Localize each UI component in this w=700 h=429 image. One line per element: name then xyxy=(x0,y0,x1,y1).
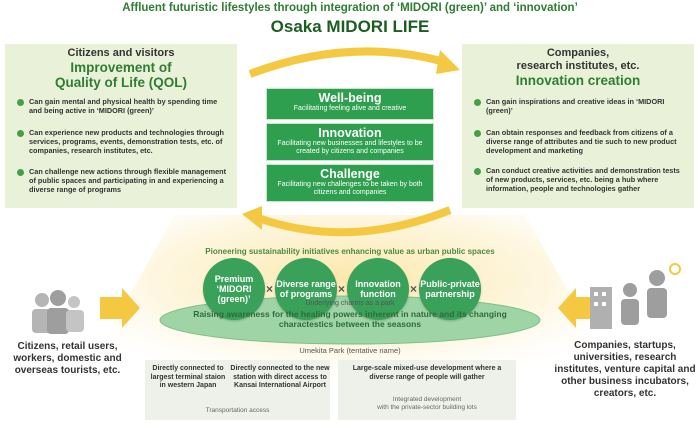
bullet-dot-icon xyxy=(17,99,24,106)
underlying-text: Underlying charms as a park xyxy=(305,300,395,307)
cycle-arrow-top xyxy=(248,47,447,78)
oval-diverse-programs: Diverse range of programs xyxy=(275,258,337,320)
cycle-arrowhead-bottom xyxy=(242,206,262,230)
left-arrow xyxy=(100,288,140,328)
left-panel-title-2: Quality of Life (QOL) xyxy=(55,75,187,90)
right-arrow xyxy=(558,288,598,328)
people-icon xyxy=(32,290,84,334)
left-bullet-1: Can gain mental and physical health by s… xyxy=(29,97,218,116)
transport-box xyxy=(145,360,330,420)
times-symbol: × xyxy=(338,282,346,296)
challenge-box: Challenge Facilitating new challenges to… xyxy=(266,164,434,202)
times-symbol: × xyxy=(410,282,418,296)
right-bullet-2: Can obtain responses and feedback from c… xyxy=(486,128,677,156)
right-panel: Companies, research institutes, etc. Inn… xyxy=(462,44,694,208)
bullet-dot-icon xyxy=(474,168,481,175)
bullet-dot-icon xyxy=(17,169,24,176)
development-caption-2: with the private-sector building lots xyxy=(377,404,477,411)
transport-item-2: Directly connected to the new station wi… xyxy=(230,365,330,389)
transport-item-1: Directly connected to largest terminal s… xyxy=(150,365,226,389)
transport-caption: Transportation access xyxy=(205,407,270,414)
left-panel-title-1: Improvement of xyxy=(70,60,172,75)
challenge-title: Challenge xyxy=(320,167,380,181)
oval-public-private: Public-private partnership xyxy=(419,258,481,320)
left-panel-heading: Citizens and visitors xyxy=(67,47,175,59)
left-bullet-3: Can challenge new actions through flexib… xyxy=(29,167,227,195)
challenge-sub: Facilitating new challenges to be taken … xyxy=(277,181,423,196)
innovation-sub: Facilitating new businesses and lifestyl… xyxy=(277,140,423,155)
subtitle: Affluent futuristic lifestyles through i… xyxy=(122,2,578,14)
companies-icon xyxy=(590,263,681,329)
wellbeing-box: Well-being Facilitating feeling alive an… xyxy=(266,88,434,120)
right-bullet-1: Can gain inspirations and creative ideas… xyxy=(486,97,665,116)
development-item: Large-scale mixed-use development where … xyxy=(352,365,502,381)
innovation-title: Innovation xyxy=(318,126,382,140)
times-symbol: × xyxy=(266,282,274,296)
right-bullet-3: Can conduct creative activities and demo… xyxy=(486,166,680,194)
left-panel: Citizens and visitors Improvement of Qua… xyxy=(5,44,237,208)
left-bullet-2: Can experience new products and technolo… xyxy=(29,128,225,156)
cycle-arrow-bottom xyxy=(256,206,452,237)
oval-premium-midori: Premium ‘MIDORI (green)’ xyxy=(203,258,265,320)
right-side-text: Companies, startups, universities, resea… xyxy=(554,340,696,399)
wellbeing-title: Well-being xyxy=(318,91,382,105)
pioneering-text: Pioneering sustainability initiatives en… xyxy=(205,247,495,256)
bullet-dot-icon xyxy=(474,130,481,137)
development-caption-1: Integrated development xyxy=(392,396,462,403)
bullet-dot-icon xyxy=(474,99,481,106)
cycle-arrowhead-top xyxy=(436,50,460,74)
development-box xyxy=(338,360,516,420)
innovation-box: Innovation Facilitating new businesses a… xyxy=(266,123,434,161)
park-name: Umekita Park (tentative name) xyxy=(299,346,401,355)
raising-text: Raising awareness for the healing powers… xyxy=(193,309,507,329)
left-side-text: Citizens, retail users, workers, domesti… xyxy=(13,341,122,376)
oval-innovation-function: Innovation function xyxy=(347,258,409,320)
wellbeing-sub: Facilitating feeling alive and creative xyxy=(293,105,407,112)
page-title: Osaka MIDORI LIFE xyxy=(270,17,430,36)
right-panel-heading-2: research institutes, etc. xyxy=(516,60,640,72)
bullet-dot-icon xyxy=(17,130,24,137)
right-panel-title: Innovation creation xyxy=(515,73,641,88)
right-panel-heading-1: Companies, xyxy=(546,47,610,59)
